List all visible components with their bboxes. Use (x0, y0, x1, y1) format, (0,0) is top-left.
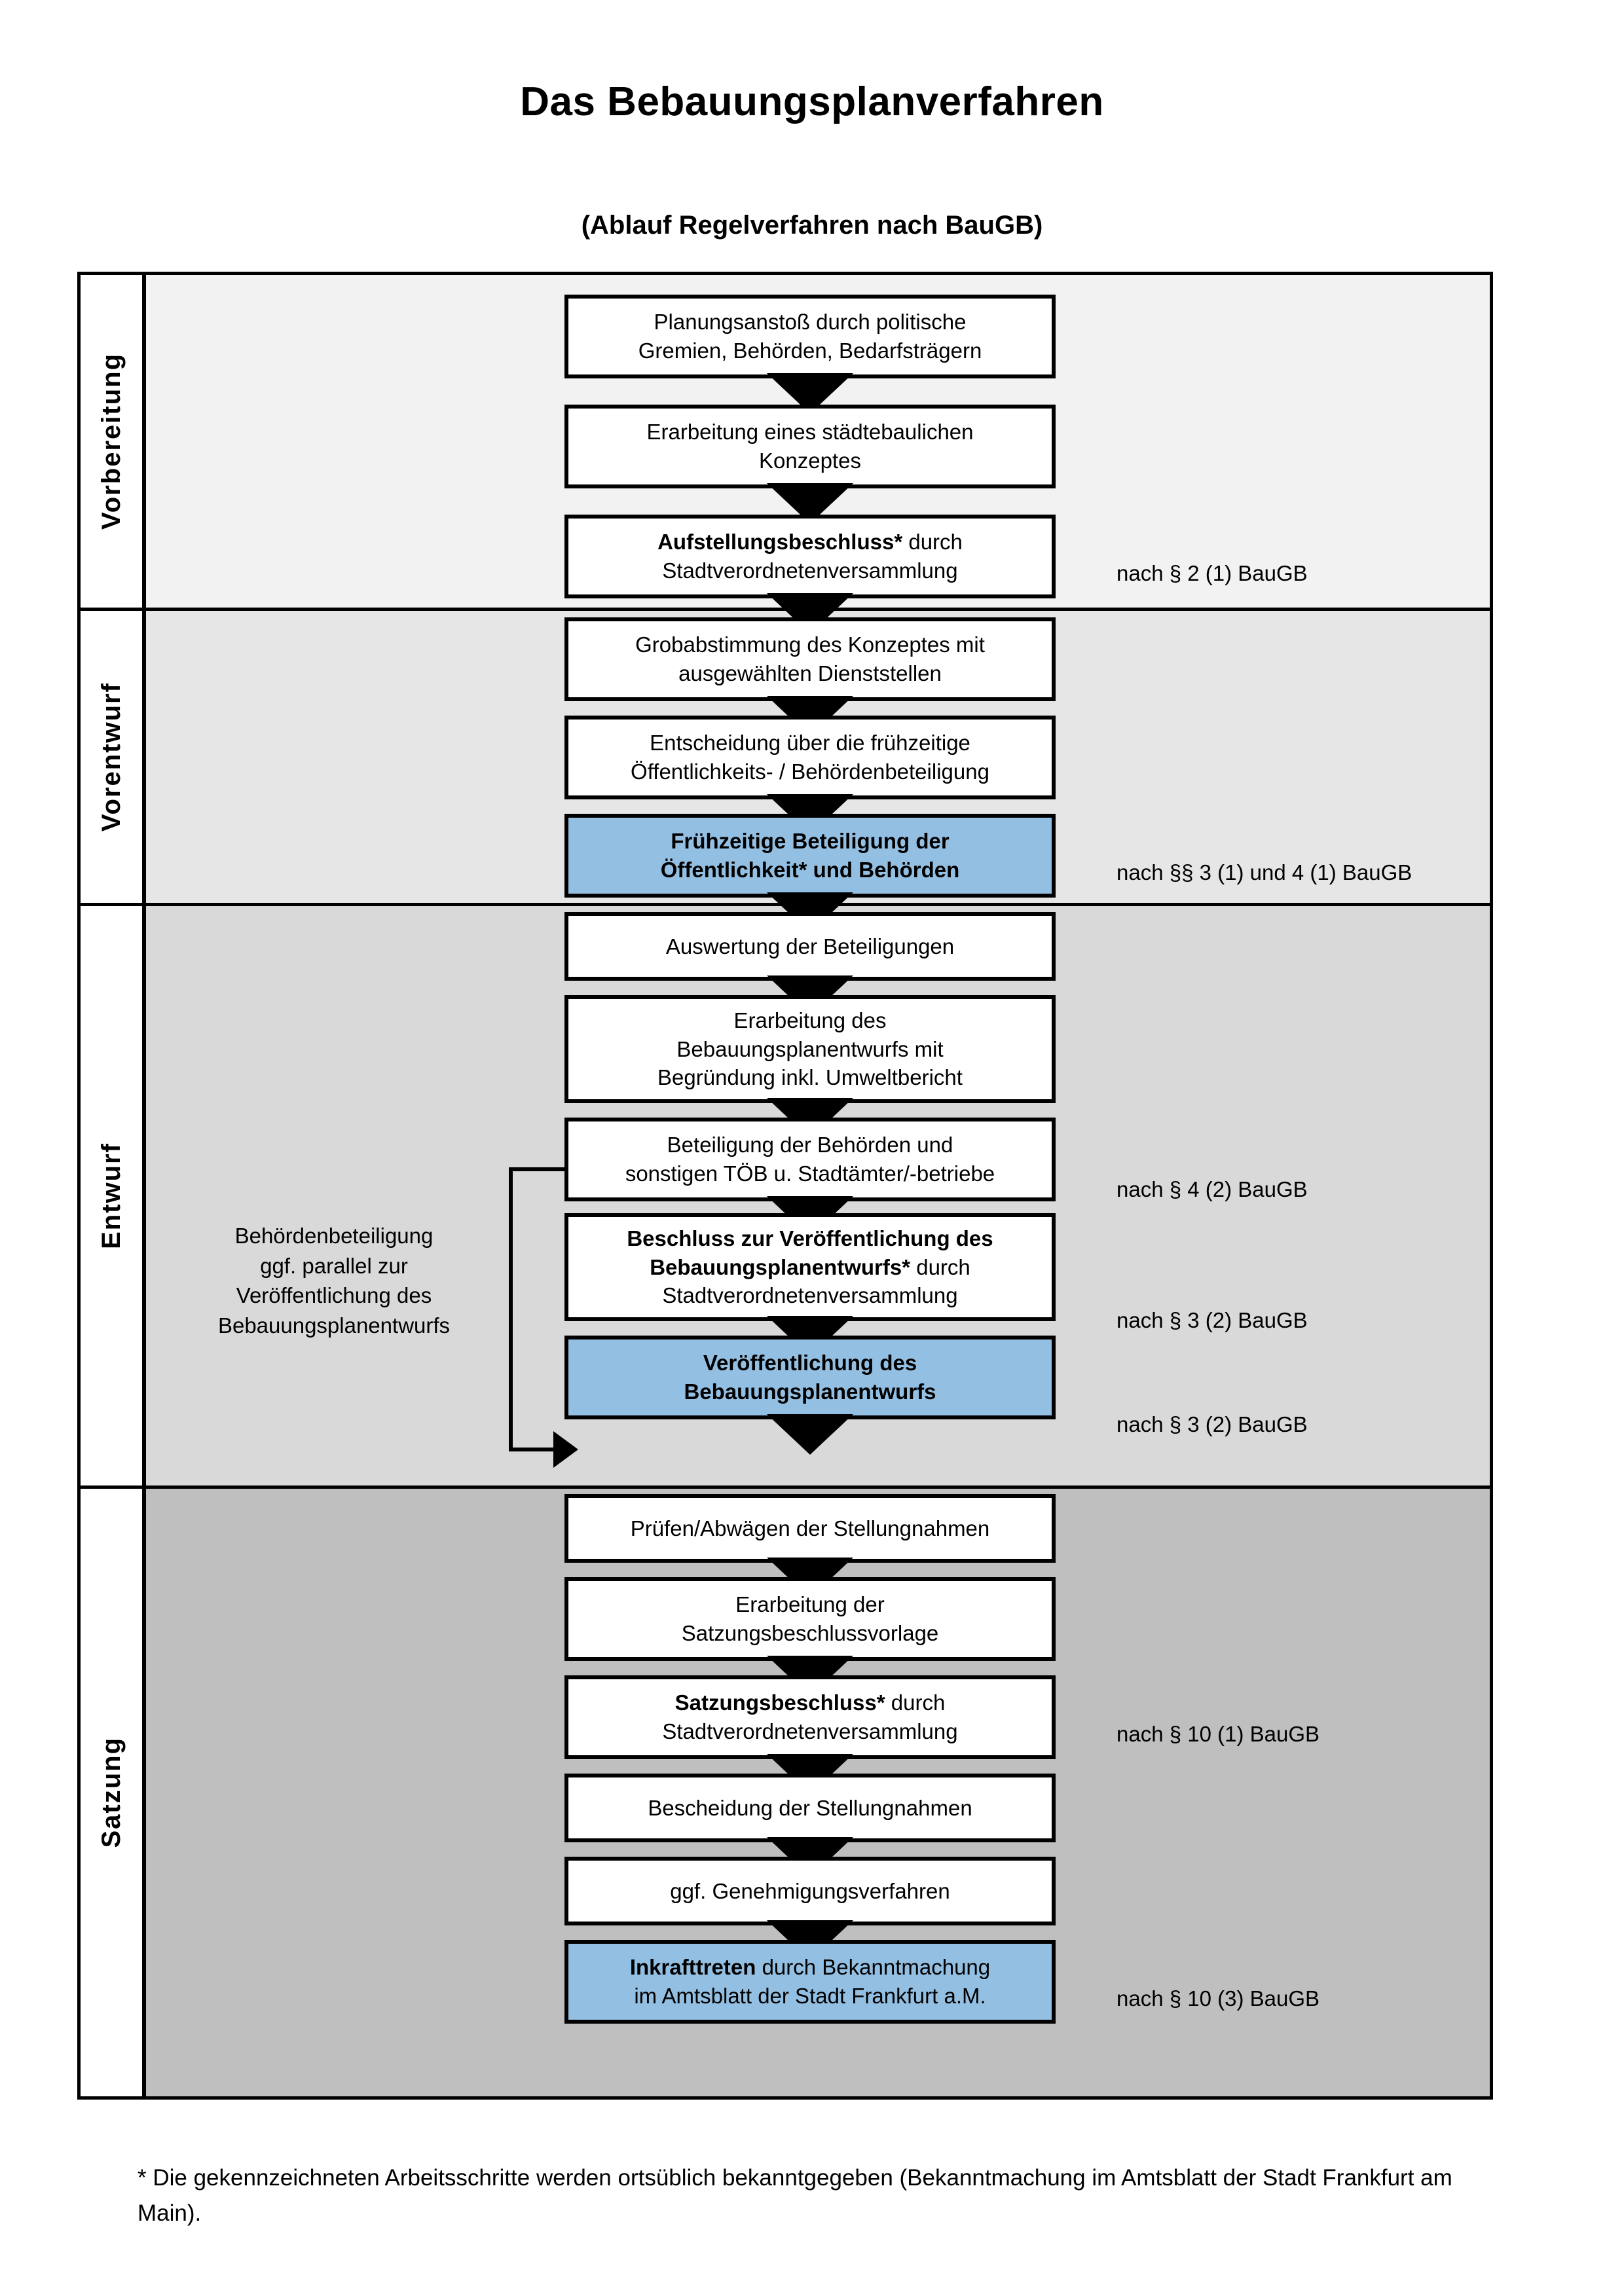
phase-label-text: Satzung (96, 1737, 126, 1848)
step-bescheidung-stellungnahmen[interactable]: Bescheidung der Stellungnahmen (564, 1774, 1056, 1842)
step-line: durch (902, 530, 963, 555)
step-auswertung-beteiligungen[interactable]: Auswertung der Beteiligungen (564, 912, 1056, 981)
side-note-behoerdenbeteiligung: Behördenbeteiligung ggf. parallel zur Ve… (183, 1221, 485, 1340)
step-genehmigungsverfahren[interactable]: ggf. Genehmigungsverfahren (564, 1857, 1056, 1925)
loop-connector-left-segment (509, 1167, 513, 1451)
step-line: durch (910, 1254, 970, 1279)
phase-label-vorbereitung: Vorbereitung (81, 275, 142, 608)
step-line: Auswertung der Beteiligungen (665, 934, 955, 958)
step-entscheidung-fruehzeitige-beteiligung[interactable]: Entscheidung über die frühzeitige Öffent… (564, 716, 1056, 799)
reference-veroeffentlichung: nach § 3 (2) BauGB (1116, 1412, 1308, 1436)
side-note-line: Bebauungsplanentwurfs (217, 1313, 451, 1338)
step-line: Stadtverordnetenversammlung (662, 558, 958, 583)
diagram-frame (77, 272, 1493, 2100)
step-line-bold: Satzungsbeschluss* (674, 1690, 885, 1715)
step-line-bold: Veröffentlichung des (703, 1351, 917, 1376)
phase-label-satzung: Satzung (81, 1489, 142, 2096)
reference-beschluss-veroeffentlichung: nach § 3 (2) BauGB (1116, 1308, 1308, 1332)
step-line: Beteiligung der Behörden und (667, 1133, 953, 1157)
step-fruehzeitige-beteiligung[interactable]: Frühzeitige Beteiligung der Öffentlichke… (564, 814, 1056, 898)
step-line: ausgewählten Dienststellen (678, 661, 942, 685)
step-line: im Amtsblatt der Stadt Frankfurt a.M. (634, 1984, 986, 2008)
loop-connector-arrowhead-icon (553, 1431, 578, 1468)
step-line-bold: Öffentlichkeit* und Behörden (660, 858, 960, 882)
step-inkrafttreten[interactable]: Inkrafttreten durch Bekanntmachung im Am… (564, 1940, 1056, 2024)
flow-arrow-down-icon (767, 1414, 853, 1455)
phase-label-text: Entwurf (96, 1142, 126, 1249)
step-line-bold: Bebauungsplanentwurfs (684, 1379, 936, 1404)
reference-inkrafttreten: nach § 10 (3) BauGB (1116, 1986, 1320, 2011)
step-line-bold: Frühzeitige Beteiligung der (671, 829, 950, 854)
step-line: Grobabstimmung des Konzeptes mit (635, 632, 985, 657)
step-line: Satzungsbeschlussvorlage (681, 1621, 939, 1645)
step-satzungsbeschluss[interactable]: Satzungsbeschluss* durch Stadtverordnete… (564, 1675, 1056, 1759)
step-line: Bescheidung der Stellungnahmen (648, 1795, 972, 1820)
phase-label-text: Vorentwurf (96, 682, 126, 832)
step-line: Erarbeitung des (733, 1008, 887, 1033)
phase-label-entwurf: Entwurf (81, 906, 142, 1485)
step-line: Prüfen/Abwägen der Stellungnahmen (630, 1516, 990, 1540)
step-line: Gremien, Behörden, Bedarfsträgern (638, 338, 982, 363)
step-line: Entscheidung über die frühzeitige (650, 731, 970, 756)
step-line: Planungsanstoß durch politische (654, 310, 967, 335)
step-pruefen-abwaegen-stellungnahmen[interactable]: Prüfen/Abwägen der Stellungnahmen (564, 1494, 1056, 1563)
footnote: * Die gekennzeichneten Arbeitsschritte w… (138, 2165, 1452, 2227)
loop-connector-top-segment (509, 1167, 568, 1171)
page-subtitle: (Ablauf Regelverfahren nach BauGB) (581, 211, 1043, 240)
band-rule-3 (77, 1485, 1493, 1489)
step-grobabstimmung[interactable]: Grobabstimmung des Konzeptes mit ausgewä… (564, 617, 1056, 701)
side-note-line: Veröffentlichung des (236, 1283, 432, 1308)
step-line: durch Bekanntmachung (756, 1955, 991, 1980)
step-line: Erarbeitung der (735, 1592, 885, 1617)
step-line: Erarbeitung eines städtebaulichen (646, 420, 974, 445)
step-line: ggf. Genehmigungsverfahren (670, 1878, 950, 1903)
step-line: durch (885, 1690, 946, 1715)
step-line-bold: Inkrafttreten (629, 1955, 756, 1980)
step-line: Stadtverordnetenversammlung (662, 1283, 958, 1308)
loop-connector-bottom-segment (509, 1448, 555, 1451)
side-note-line: ggf. parallel zur (260, 1253, 408, 1278)
step-beteiligung-behoerden-toeb[interactable]: Beteiligung der Behörden und sonstigen T… (564, 1118, 1056, 1201)
reference-fruehzeitige-beteiligung: nach §§ 3 (1) und 4 (1) BauGB (1116, 860, 1412, 884)
step-line-bold: Bebauungsplanentwurfs* (650, 1254, 911, 1279)
step-line: Konzeptes (759, 448, 861, 473)
step-line: Bebauungsplanentwurfs mit (676, 1036, 944, 1061)
step-aufstellungsbeschluss[interactable]: Aufstellungsbeschluss* durch Stadtverord… (564, 515, 1056, 598)
step-erarbeitung-bebauungsplanentwurf[interactable]: Erarbeitung des Bebauungsplanentwurfs mi… (564, 995, 1056, 1103)
step-line: sonstigen TÖB u. Stadtämter/-betriebe (625, 1161, 995, 1186)
step-erarbeitung-satzungsbeschlussvorlage[interactable]: Erarbeitung der Satzungsbeschlussvorlage (564, 1577, 1056, 1661)
phase-label-text: Vorbereitung (96, 353, 126, 530)
reference-satzungsbeschluss: nach § 10 (1) BauGB (1116, 1722, 1320, 1746)
side-note-line: Behördenbeteiligung (234, 1224, 434, 1248)
step-line: Begründung inkl. Umweltbericht (657, 1065, 963, 1090)
reference-aufstellungsbeschluss: nach § 2 (1) BauGB (1116, 561, 1308, 585)
step-line: Stadtverordnetenversammlung (662, 1719, 958, 1743)
step-line-bold: Aufstellungsbeschluss* (657, 530, 903, 555)
step-staedtebauliches-konzept[interactable]: Erarbeitung eines städtebaulichen Konzep… (564, 405, 1056, 488)
phase-label-divider (142, 272, 146, 2100)
step-planungsanstoss[interactable]: Planungsanstoß durch politische Gremien,… (564, 295, 1056, 378)
step-line-bold: Beschluss zur Veröffentlichung des (627, 1226, 993, 1251)
step-line: Öffentlichkeits- / Behördenbeteiligung (631, 759, 989, 784)
step-beschluss-veroeffentlichung[interactable]: Beschluss zur Veröffentlichung des Bebau… (564, 1213, 1056, 1321)
step-veroeffentlichung-bebauungsplanentwurf[interactable]: Veröffentlichung des Bebauungsplanentwur… (564, 1336, 1056, 1419)
phase-label-vorentwurf: Vorentwurf (81, 611, 142, 903)
page-title: Das Bebauungsplanverfahren (520, 79, 1104, 124)
reference-beteiligung-behoerden: nach § 4 (2) BauGB (1116, 1177, 1308, 1201)
